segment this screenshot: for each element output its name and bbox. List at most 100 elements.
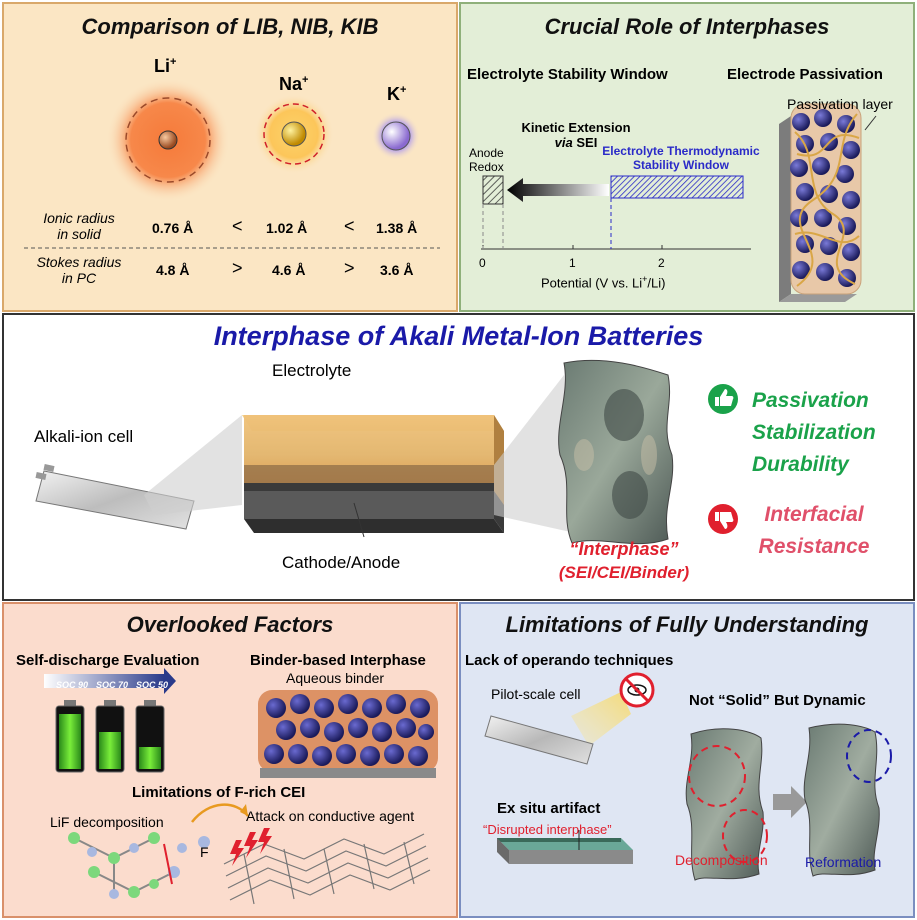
pro-stabilization: Stabilization xyxy=(752,421,876,444)
na-dashed-ring xyxy=(263,103,325,165)
pros-list: Passivation Stabilization Durability xyxy=(752,385,876,481)
thumbs-down-icon xyxy=(708,504,738,534)
interphase-label: “Interphase”(SEI/CEI/Binder) xyxy=(558,539,690,582)
f-attack-arrow-head xyxy=(240,804,248,816)
panel-limitations: Limitations of Fully Understanding Lack … xyxy=(459,602,915,918)
aqueous-binder-label: Aqueous binder xyxy=(286,670,385,686)
panel-title: Comparison of LIB, NIB, KIB xyxy=(81,14,379,39)
battery-3-fill xyxy=(139,747,161,769)
ion-spheres xyxy=(24,78,440,249)
pilot-cell xyxy=(484,715,594,765)
main-title: Interphase of Akali Metal-Ion Batteries xyxy=(213,321,704,351)
reformation-circle xyxy=(846,729,892,783)
soc-label-1: SOC 90 xyxy=(56,680,89,690)
overlooked-illustrations xyxy=(44,668,438,905)
soc-arrow xyxy=(44,674,164,688)
electrode-passivation-heading: Electrode Passivation xyxy=(727,66,883,83)
battery-illustration xyxy=(35,359,738,545)
li-label: Li+ xyxy=(154,56,177,76)
cons-list: Interfacial Resistance xyxy=(744,499,884,563)
f-ion xyxy=(198,836,210,848)
f-label: F xyxy=(200,844,209,860)
thumbs-up-icon xyxy=(708,384,738,414)
electrolyte-label: Electrolyte xyxy=(272,361,352,380)
panel-ion-comparison: Comparison of LIB, NIB, KIB Li+ Na+ K+ xyxy=(2,2,458,312)
x-axis-label: Potential (V vs. Li+/Li) xyxy=(541,274,666,291)
attack-label: Attack on conductive agent xyxy=(246,808,415,824)
cathode-anode-label: Cathode/Anode xyxy=(282,553,401,572)
battery-1-fill xyxy=(59,714,81,769)
pilot-cell-label: Pilot-scale cell xyxy=(491,686,581,702)
row1-value-na: 1.02 Å xyxy=(266,220,308,236)
row1-value-li: 0.76 Å xyxy=(152,220,194,236)
pro-passivation: Passivation xyxy=(752,389,869,412)
frich-heading: Limitations of F-rich CEI xyxy=(132,784,306,801)
con-resistance: Resistance xyxy=(758,535,870,558)
soc-label-3: SOC 50 xyxy=(136,680,169,690)
binder-heading: Binder-based Interphase xyxy=(250,652,426,669)
decomposition-circle-1 xyxy=(688,745,746,807)
na-ion-ball xyxy=(281,121,307,147)
row2-value-k: 3.6 Å xyxy=(380,262,414,278)
decomposition-circle-2 xyxy=(722,809,768,863)
stability-window-heading: Electrolyte Stability Window xyxy=(467,66,668,83)
f-attack-arrow xyxy=(191,803,249,823)
zoom-cone-left xyxy=(144,415,242,515)
disrupted-label: “Disrupted interphase” xyxy=(483,822,612,837)
stability-window-bar xyxy=(610,175,744,199)
battery-2-fill xyxy=(99,732,121,769)
soc-label-2: SOC 70 xyxy=(96,680,129,690)
panel-title: Overlooked Factors xyxy=(126,612,334,637)
reformation-label: Reformation xyxy=(805,854,882,870)
tick-label-0: 0 xyxy=(479,256,486,270)
decomposition-label: Decomposition xyxy=(675,852,768,868)
panel-title: Limitations of Fully Understanding xyxy=(505,612,869,637)
passivation-pointer xyxy=(864,115,877,131)
con-interfacial: Interfacial xyxy=(764,503,864,526)
anode-redox-box xyxy=(482,175,504,205)
passivation-electrode xyxy=(779,103,862,302)
electrode-stack xyxy=(242,415,504,533)
graphene-sheet xyxy=(223,833,431,905)
row2-value-na: 4.6 Å xyxy=(272,262,306,278)
li-ion-ball xyxy=(158,130,178,150)
binder-electrode xyxy=(258,690,438,778)
lack-operando-heading: Lack of operando techniques xyxy=(465,652,674,669)
lif-decomposition-label: LiF decomposition xyxy=(50,814,164,830)
panel-title: Crucial Role of Interphases xyxy=(544,14,830,39)
k-label: K+ xyxy=(387,84,407,104)
probe-beam xyxy=(571,692,631,746)
row1-op1: < xyxy=(232,216,243,236)
lightning-icon xyxy=(230,828,272,866)
panel-overlooked-factors: Overlooked Factors Self-discharge Evalua… xyxy=(2,602,458,918)
pro-durability: Durability xyxy=(752,453,849,476)
row1-value-k: 1.38 Å xyxy=(376,220,418,236)
ex-situ-heading: Ex situ artifact xyxy=(497,800,601,817)
limitations-illustrations xyxy=(484,672,892,881)
kinetic-extension-arrow xyxy=(507,178,609,202)
no-observation-icon xyxy=(619,672,655,708)
li-dashed-ring xyxy=(125,97,211,183)
interphase-slice xyxy=(558,359,674,545)
row2-op1: > xyxy=(232,258,243,278)
row2-value-li: 4.8 Å xyxy=(156,262,190,278)
row2-op2: > xyxy=(344,258,355,278)
panel-crucial-role: Crucial Role of Interphases Electrolyte … xyxy=(459,2,915,312)
na-label: Na+ xyxy=(279,74,309,94)
tick-label-1: 1 xyxy=(569,256,576,270)
interphase-reformed xyxy=(803,723,880,877)
stability-window-plot xyxy=(481,103,877,302)
ex-situ-electrode xyxy=(497,838,633,864)
alkali-cell-label: Alkali-ion cell xyxy=(34,427,134,446)
passivation-layer-label: Passivation layer xyxy=(787,96,893,112)
panel-interphase-main: Interphase of Akali Metal-Ion Batteries xyxy=(2,313,915,601)
self-discharge-heading: Self-discharge Evaluation xyxy=(16,652,200,669)
k-ion-ball xyxy=(381,121,411,151)
row1-op2: < xyxy=(344,216,355,236)
tick-label-2: 2 xyxy=(658,256,665,270)
